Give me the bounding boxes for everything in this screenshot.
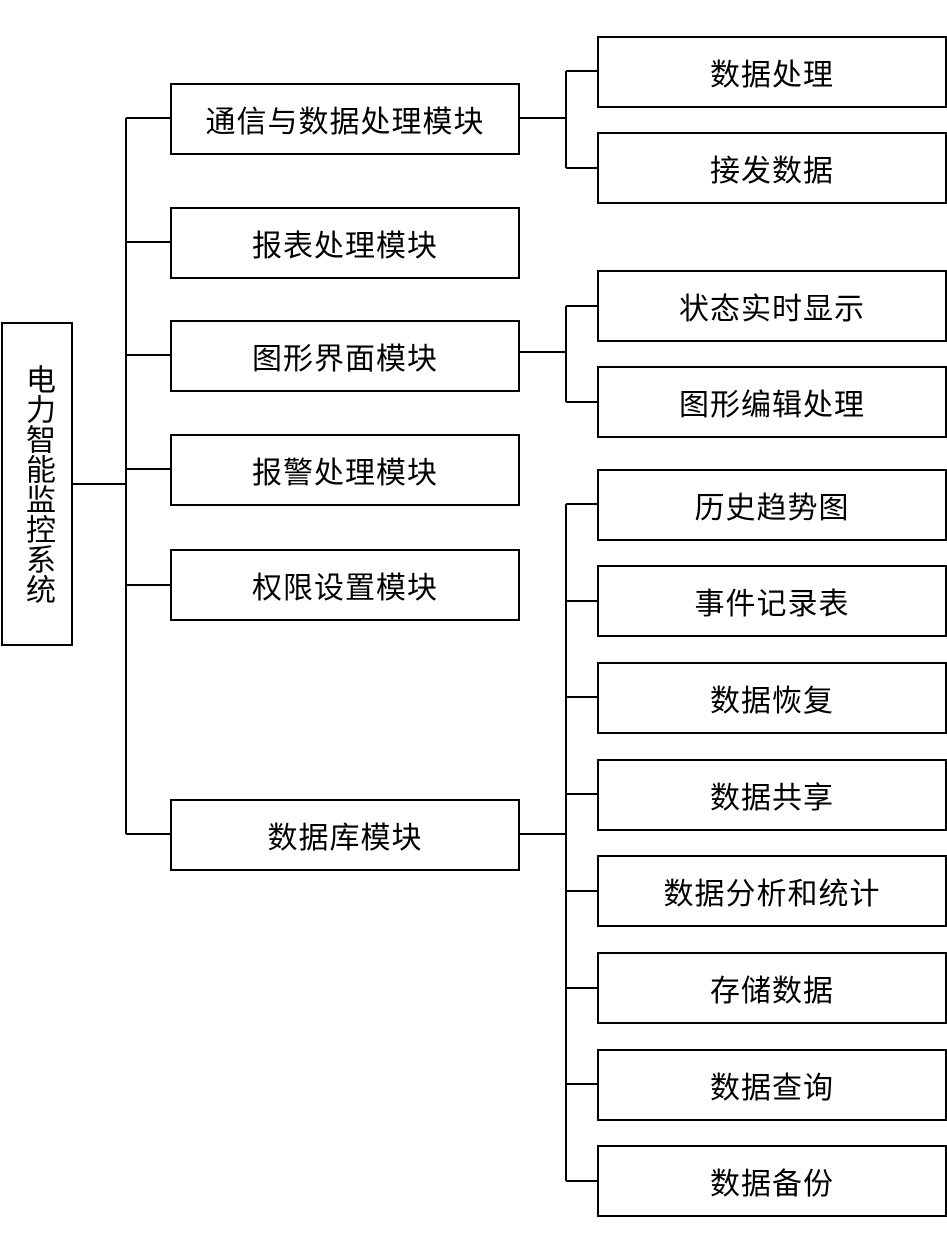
- leaf-label: 数据分析和统计: [663, 877, 881, 912]
- leaf-label: 图形编辑处理: [679, 388, 865, 423]
- module-label: 报表处理模块: [252, 229, 438, 264]
- module-node-alarm: 报警处理模块: [170, 434, 520, 506]
- leaf-node: 数据查询: [597, 1049, 947, 1121]
- leaf-label: 历史趋势图: [694, 491, 850, 526]
- leaf-node: 图形编辑处理: [597, 366, 947, 438]
- module-label: 通信与数据处理模块: [205, 105, 485, 140]
- leaf-node: 历史趋势图: [597, 469, 947, 541]
- module-label: 数据库模块: [267, 821, 423, 856]
- module-node-database: 数据库模块: [170, 799, 520, 871]
- leaf-label: 接发数据: [710, 154, 834, 189]
- module-node-comm-data: 通信与数据处理模块: [170, 83, 520, 155]
- root-node: 电力智能监控系统: [1, 322, 73, 646]
- leaf-label: 状态实时显示: [679, 292, 865, 327]
- leaf-label: 数据查询: [710, 1071, 834, 1106]
- leaf-label: 存储数据: [710, 974, 834, 1009]
- leaf-label: 数据备份: [710, 1167, 834, 1202]
- module-node-permission: 权限设置模块: [170, 549, 520, 621]
- module-node-gui: 图形界面模块: [170, 320, 520, 392]
- leaf-node: 数据分析和统计: [597, 855, 947, 927]
- leaf-node: 接发数据: [597, 132, 947, 204]
- module-label: 权限设置模块: [252, 571, 438, 606]
- leaf-node: 数据恢复: [597, 662, 947, 734]
- leaf-node: 事件记录表: [597, 565, 947, 637]
- leaf-node: 状态实时显示: [597, 270, 947, 342]
- module-node-report: 报表处理模块: [170, 207, 520, 279]
- leaf-label: 数据处理: [710, 58, 834, 93]
- leaf-node: 数据备份: [597, 1145, 947, 1217]
- root-label: 电力智能监控系统: [20, 364, 55, 604]
- module-label: 图形界面模块: [252, 342, 438, 377]
- module-label: 报警处理模块: [252, 456, 438, 491]
- leaf-label: 数据恢复: [710, 684, 834, 719]
- leaf-node: 数据共享: [597, 759, 947, 831]
- leaf-label: 事件记录表: [694, 587, 850, 622]
- leaf-node: 存储数据: [597, 952, 947, 1024]
- leaf-label: 数据共享: [710, 781, 834, 816]
- leaf-node: 数据处理: [597, 36, 947, 108]
